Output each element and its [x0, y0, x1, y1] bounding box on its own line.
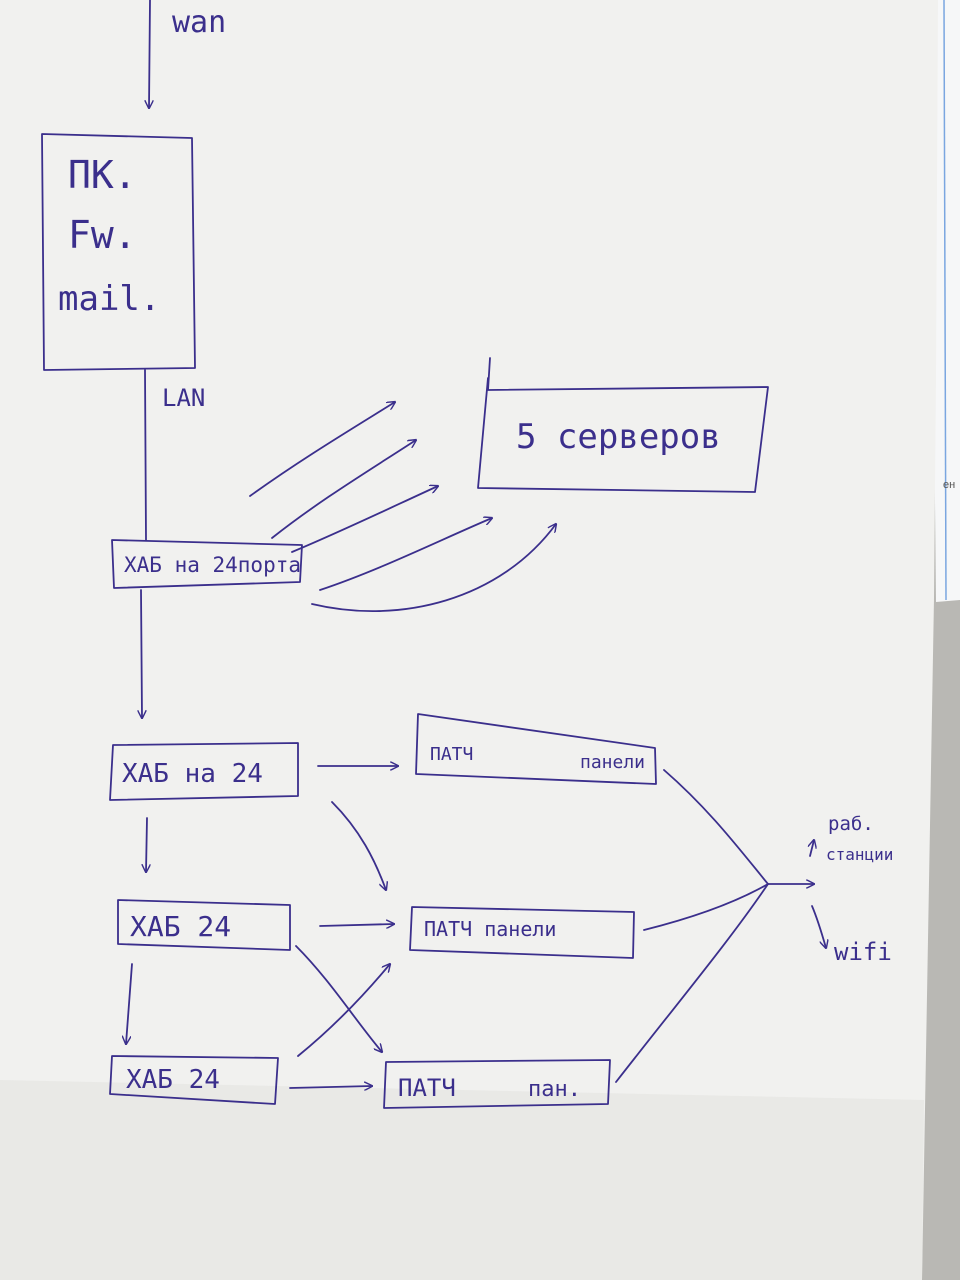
- hub2-to-hub3-arrow: [146, 817, 147, 872]
- wan-label: wan: [172, 5, 226, 40]
- patch-panel-1-label-a: ПАТЧ: [430, 744, 473, 765]
- hub1-to-servers-arrow-3: [291, 486, 438, 553]
- patch-panel-3-label-b: пан.: [528, 1077, 581, 1102]
- hub2-label: ХАБ на 24: [122, 759, 263, 789]
- workstations-label-b: станции: [826, 845, 893, 864]
- hub3-to-hub4-arrow: [126, 963, 133, 1044]
- paper-sheet: [0, 0, 938, 1280]
- hub1-to-servers-arrow-4: [319, 518, 492, 591]
- hub4-box: [109, 1055, 279, 1105]
- wifi-label: wifi: [834, 938, 892, 966]
- second-sheet-margin-line: [943, 0, 947, 601]
- patch-panel-3-box: [383, 1059, 611, 1109]
- patch2-to-junction-line: [643, 883, 769, 931]
- hub2-to-patch2-arrow: [331, 801, 386, 890]
- patch-panel-2-box: [409, 906, 635, 959]
- servers-label: 5 серверов: [516, 417, 721, 457]
- patch-panel-1-label-b: панели: [580, 752, 645, 773]
- patch-panel-3-label-a: ПАТЧ: [398, 1074, 456, 1102]
- patch-panel-1-box: [415, 713, 657, 785]
- hub1-to-servers-arrow-2: [271, 440, 416, 539]
- second-sheet-text: ен: [943, 479, 955, 491]
- hub1-to-hub2-arrow: [141, 589, 142, 718]
- pc-box: [41, 133, 196, 371]
- hub1-label: ХАБ на 24порта: [124, 553, 301, 577]
- hub3-to-patch3-arrow: [295, 945, 382, 1052]
- pc-label-line3: mail.: [58, 279, 160, 319]
- lan-line: [144, 369, 147, 541]
- pc-label-line2: Fw.: [68, 213, 137, 257]
- hub3-to-patch2-arrow: [319, 924, 394, 926]
- hub3-label: ХАБ 24: [130, 910, 231, 943]
- wan-arrow: [149, 0, 150, 108]
- hub1-to-servers-arrow-5: [311, 524, 556, 613]
- workstations-label-a: раб.: [828, 813, 874, 835]
- servers-box: [477, 357, 769, 493]
- hub4-to-patch3-arrow: [289, 1086, 372, 1088]
- lan-label: LAN: [162, 384, 205, 412]
- patch-panel-2-label: ПАТЧ панели: [424, 917, 556, 941]
- hub1-to-servers-arrow-1: [249, 402, 395, 497]
- junction-to-wifi-arrow: [811, 905, 826, 948]
- paper-sheet-shade: [0, 1080, 924, 1280]
- patch1-to-junction-line: [663, 769, 769, 885]
- hub3-box: [117, 899, 291, 951]
- hub2-box: [109, 742, 299, 801]
- hub4-to-patch2-arrow: [297, 964, 390, 1057]
- hub1-box: [111, 539, 303, 589]
- patch3-to-junction-line: [615, 883, 769, 1083]
- workstations-small-arrow: [810, 840, 814, 857]
- hub4-label: ХАБ 24: [126, 1065, 220, 1095]
- pc-label-line1: ПК.: [68, 153, 137, 197]
